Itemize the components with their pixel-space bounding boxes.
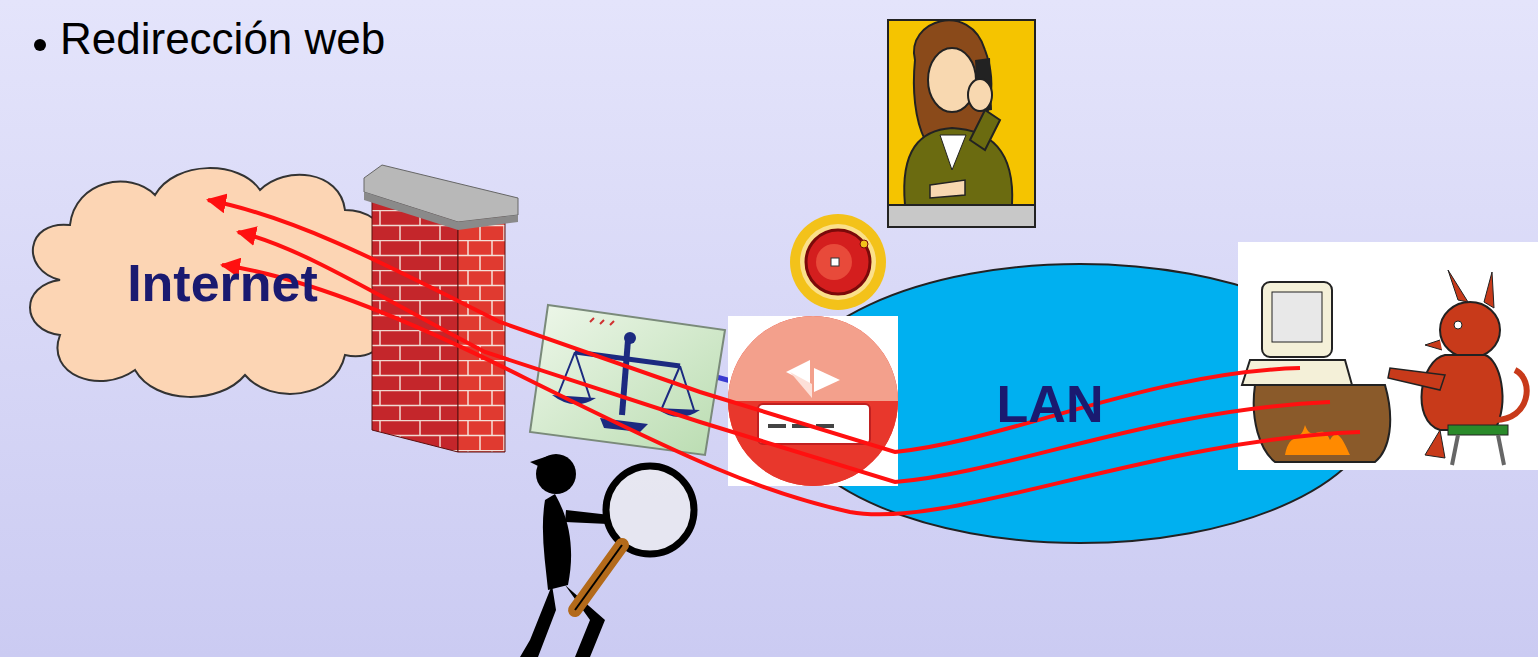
node-label: Internet [127, 253, 318, 313]
attacker-icon [1238, 242, 1538, 470]
inspector-icon [520, 454, 694, 657]
network-cloud: Internet [20, 160, 405, 405]
alarm-bell-icon [790, 214, 886, 310]
node-label: LAN [997, 374, 1104, 434]
router-icon [728, 316, 898, 486]
operator-icon [888, 20, 1035, 227]
firewall-icon [364, 165, 518, 452]
bullet-dot [34, 39, 46, 51]
slide-title: Redirección web [60, 14, 385, 64]
load-balancer-icon [530, 305, 725, 455]
